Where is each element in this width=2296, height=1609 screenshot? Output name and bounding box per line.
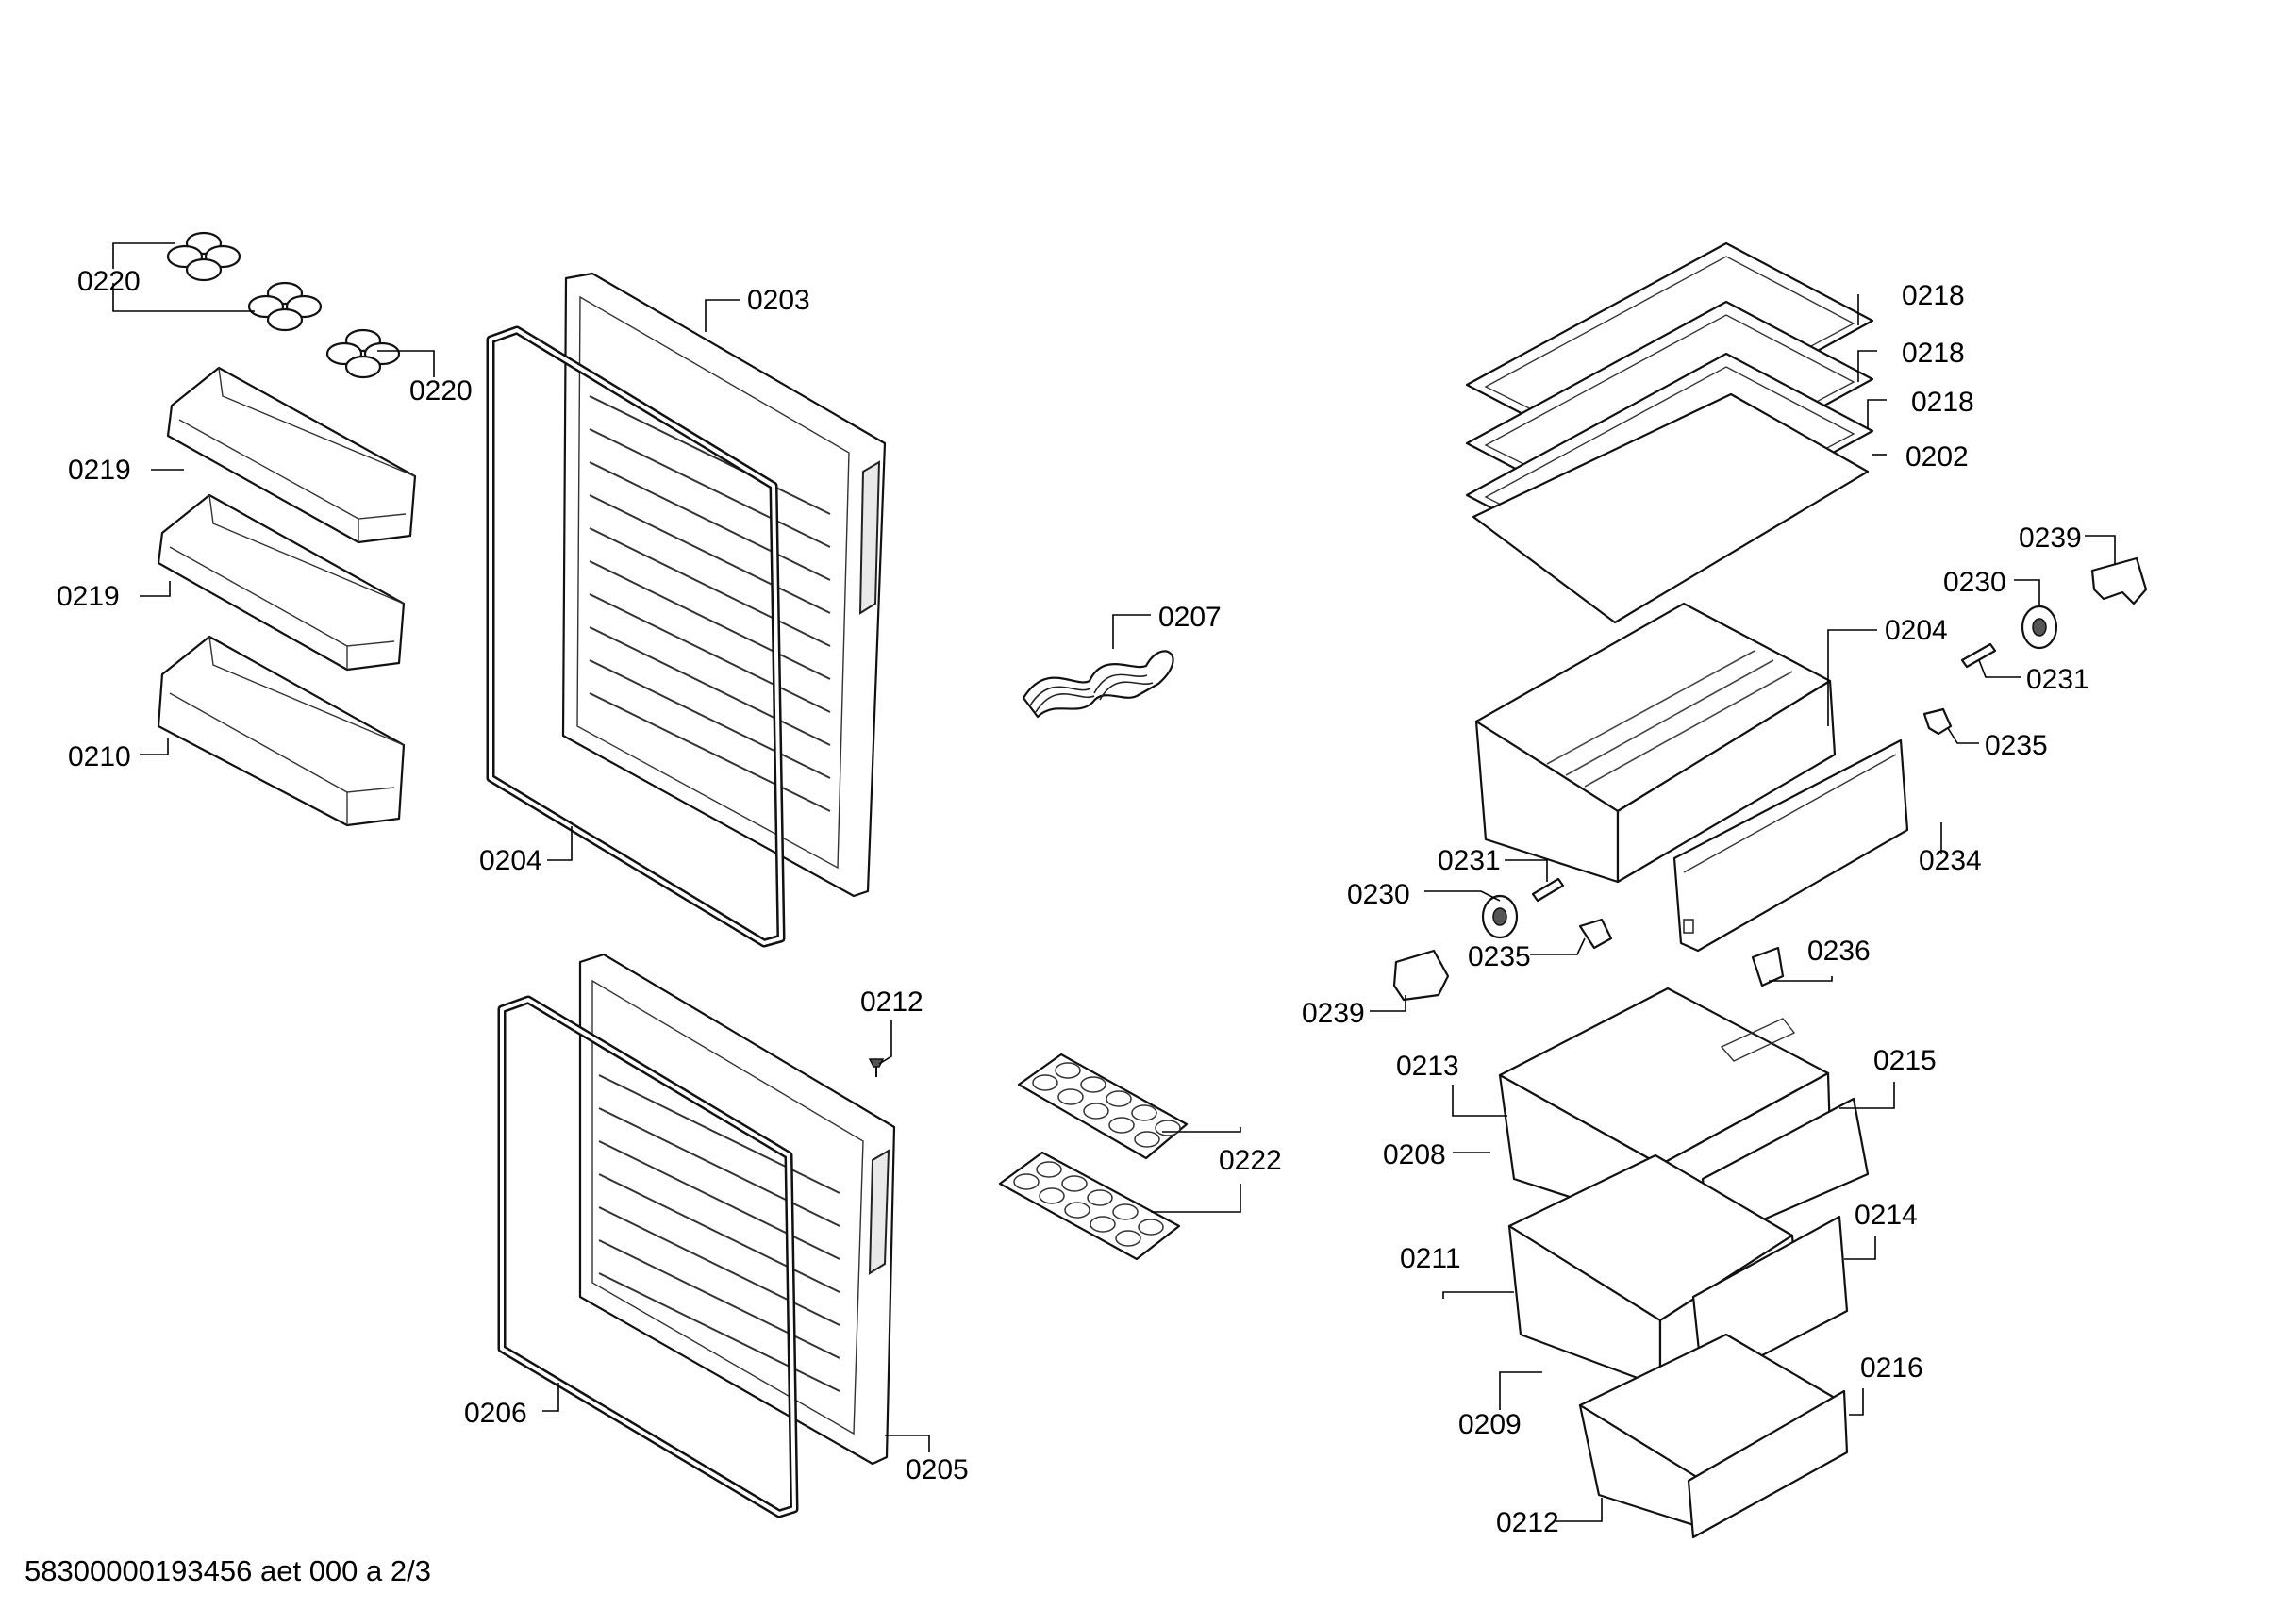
- ice-tray-lower: [998, 1151, 1181, 1261]
- callout-0202: 0202: [1905, 441, 1969, 473]
- hinge-bracket-left: [1392, 949, 1450, 1002]
- callout-0205: 0205: [906, 1454, 969, 1485]
- roller-left: [1481, 894, 1519, 939]
- leader-lines: [112, 242, 2116, 1522]
- ice-tray-upper: [1017, 1053, 1189, 1160]
- freezer-basket: [1474, 602, 1837, 884]
- lower-door-assembly: [578, 953, 896, 1466]
- callout-0218-a: 0218: [1902, 280, 1965, 311]
- callout-0204-door: 0204: [479, 845, 542, 876]
- callout-0208: 0208: [1383, 1139, 1446, 1170]
- callout-0234: 0234: [1919, 845, 1982, 876]
- callout-0239-a: 0239: [2019, 523, 2082, 554]
- callout-0211: 0211: [1400, 1243, 1461, 1274]
- bracket-center: [1751, 946, 1785, 987]
- callout-0215: 0215: [1873, 1045, 1937, 1076]
- callout-0235-a: 0235: [1985, 730, 2048, 761]
- callout-0212-b: 0212: [1496, 1507, 1559, 1538]
- callout-0218-b: 0218: [1902, 338, 1965, 369]
- pin-left: [1531, 877, 1565, 903]
- callout-0219-a: 0219: [68, 455, 131, 486]
- callout-0204-basket: 0204: [1885, 615, 1948, 646]
- callout-0230-a: 0230: [1943, 567, 2006, 598]
- clip-left: [1578, 918, 1613, 950]
- callout-0216: 0216: [1860, 1352, 1923, 1384]
- callout-0203: 0203: [747, 285, 810, 316]
- glass-shelves: [1465, 241, 1874, 624]
- callout-0236: 0236: [1807, 936, 1871, 967]
- callout-0214: 0214: [1855, 1200, 1918, 1231]
- callout-0220-a: 0220: [77, 266, 141, 297]
- clip-right: [1922, 707, 1953, 736]
- callout-0239-b: 0239: [1302, 998, 1365, 1029]
- screw-part: [868, 1058, 885, 1077]
- callout-0235-b: 0235: [1468, 941, 1531, 972]
- callout-0219-b: 0219: [57, 581, 120, 612]
- callout-0207: 0207: [1158, 602, 1222, 633]
- upper-door-assembly: [561, 272, 887, 898]
- crisper-front-bottom: [1687, 1389, 1849, 1539]
- callout-0230-b: 0230: [1347, 879, 1410, 910]
- freezer-basket-front: [1672, 738, 1909, 953]
- callout-0231-a: 0231: [2026, 664, 2089, 695]
- callout-0209: 0209: [1458, 1409, 1522, 1440]
- document-code: 58300000193456 aet 000 a 2/3: [25, 1554, 431, 1587]
- bottle-rack-part: [1022, 650, 1174, 719]
- callout-0213: 0213: [1396, 1051, 1459, 1082]
- pin-right: [1960, 642, 1997, 669]
- door-bin-middle: [157, 493, 406, 672]
- door-bin-lower: [157, 635, 406, 827]
- callout-0210: 0210: [68, 741, 131, 772]
- roller-right: [2021, 605, 2058, 650]
- lower-door-seal: [497, 995, 799, 1518]
- hinge-bracket-right: [2090, 556, 2148, 605]
- callout-0220-b: 0220: [409, 375, 473, 406]
- callout-0212-a: 0212: [860, 987, 923, 1018]
- egg-tray-top: [166, 231, 401, 379]
- callout-0222: 0222: [1219, 1145, 1282, 1176]
- callout-0218-c: 0218: [1911, 387, 1974, 418]
- callout-0231-b: 0231: [1438, 845, 1501, 876]
- door-bin-upper: [166, 366, 417, 544]
- callout-0206: 0206: [464, 1398, 527, 1429]
- upper-door-seal: [486, 325, 786, 948]
- callout-labels: 0220 0220 0219 0219 0210 0203 0204 0207 …: [57, 266, 2089, 1538]
